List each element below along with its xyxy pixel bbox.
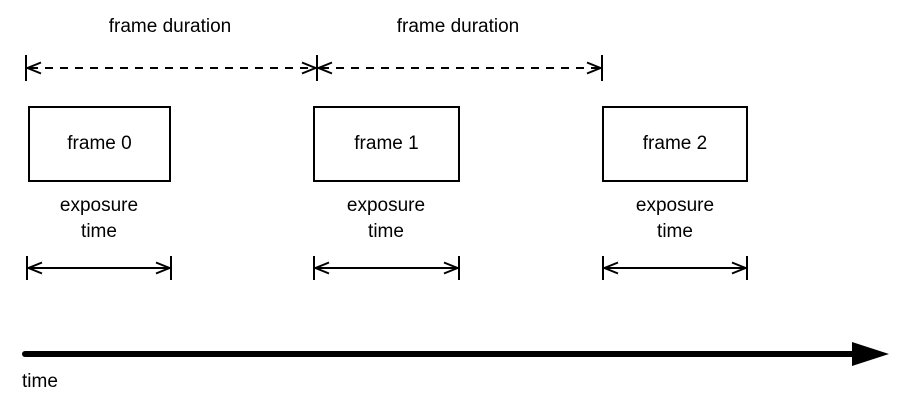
exposure-time-arrow-0 [25, 256, 173, 280]
frame-box-0: frame 0 [28, 106, 171, 182]
arrowhead-left-icon [315, 61, 333, 75]
frame-box-2: frame 2 [602, 106, 748, 182]
time-arrowhead-icon [852, 342, 889, 366]
frame-duration-label-1: frame duration [396, 16, 520, 37]
arrowhead-left-icon [25, 261, 43, 275]
time-axis-label: time [22, 371, 58, 392]
arrowhead-left-icon [312, 261, 330, 275]
arrowhead-left-icon [601, 261, 619, 275]
exposure-time-label-0: exposure time [59, 195, 139, 242]
frame-box-label: frame 2 [642, 133, 708, 154]
frame-box-1: frame 1 [313, 106, 460, 182]
frame-box-label: frame 1 [354, 133, 419, 154]
frame-box-label: frame 0 [67, 133, 132, 154]
frame-duration-arrow-1 [315, 55, 604, 81]
arrowhead-right-icon [586, 61, 604, 75]
time-axis-arrow [22, 342, 889, 366]
arrowhead-right-icon [301, 61, 319, 75]
arrowhead-right-icon [731, 261, 749, 275]
arrowhead-right-icon [443, 261, 461, 275]
exposure-time-arrow-1 [312, 256, 461, 280]
arrowhead-right-icon [155, 261, 173, 275]
frame-duration-arrow-0 [24, 55, 319, 81]
exposure-time-label-1: exposure time [346, 195, 426, 242]
exposure-time-label-2: exposure time [635, 195, 715, 242]
exposure-time-arrow-2 [601, 256, 749, 280]
frame-duration-label-0: frame duration [108, 16, 232, 37]
arrowhead-left-icon [24, 61, 42, 75]
